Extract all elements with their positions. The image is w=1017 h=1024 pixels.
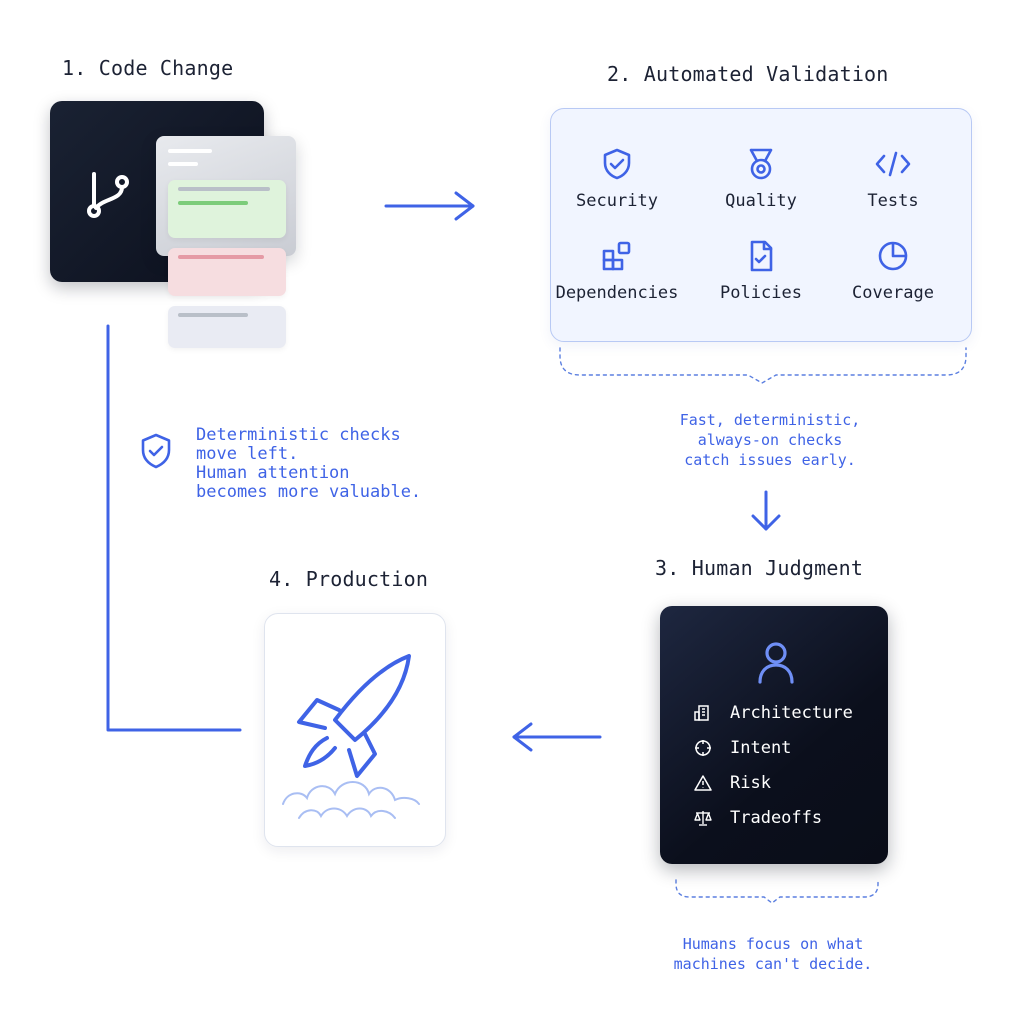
judgment-item-architecture: Architecture: [694, 701, 853, 725]
scales-icon: [694, 811, 712, 826]
person-icon: [758, 642, 794, 684]
judgment-item-risk: Risk: [694, 771, 771, 795]
production-card: [264, 613, 446, 847]
crosshair-icon: [695, 740, 711, 756]
check-security: Security: [547, 147, 687, 211]
validation-bracket: [559, 347, 967, 384]
arrow-down-icon: [751, 490, 781, 531]
validation-note: Fast, deterministic, always-on checks ca…: [679, 411, 861, 469]
diff-removed-block: [168, 248, 286, 296]
validation-card: Security Quality Tests: [550, 108, 972, 342]
judgment-item-tradeoffs: Tradeoffs: [694, 806, 822, 830]
step-1-title: 1. Code Change: [62, 56, 234, 80]
check-dependencies: Dependencies: [547, 239, 687, 303]
step-4-title: 4. Production: [269, 567, 429, 591]
pie-chart-icon: [878, 241, 908, 271]
code-brackets-icon: [875, 151, 911, 177]
check-tests: Tests: [823, 147, 963, 211]
building-icon: [694, 705, 709, 721]
return-line: [106, 324, 242, 732]
document-check-icon: [750, 240, 773, 272]
check-quality: Quality: [691, 147, 831, 211]
shield-check-icon: [603, 148, 631, 180]
blocks-icon: [602, 241, 631, 271]
arrow-left-icon: [512, 722, 602, 752]
step-2-title: 2. Automated Validation: [607, 62, 889, 86]
warning-icon: [694, 775, 712, 791]
judgment-note: Humans focus on what machines can't deci…: [673, 935, 873, 973]
judgment-bracket: [675, 879, 879, 904]
arrow-right-icon: [384, 191, 475, 221]
judgment-card: Architecture Intent Risk: [660, 606, 888, 864]
check-coverage: Coverage: [823, 239, 963, 303]
judgment-item-intent: Intent: [694, 736, 791, 760]
check-policies: Policies: [691, 239, 831, 303]
diff-added-block: [168, 180, 286, 238]
diff-context-block: [168, 306, 286, 348]
step-3-title: 3. Human Judgment: [655, 556, 864, 580]
git-branch-icon: [87, 172, 129, 218]
shield-check-icon: [141, 433, 171, 469]
rocket-icon: [282, 654, 420, 819]
medal-icon: [749, 148, 773, 180]
side-note: Deterministic checks move left. Human at…: [196, 425, 422, 502]
